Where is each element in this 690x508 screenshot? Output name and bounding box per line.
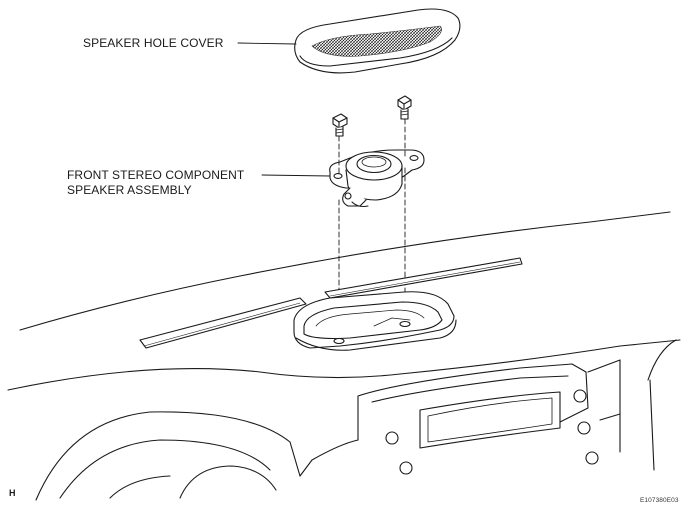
leader-line-speaker <box>261 174 331 177</box>
corner-mark: H <box>9 488 16 498</box>
speaker-hole-cover <box>294 8 461 74</box>
label-speaker-assembly-line1: FRONT STEREO COMPONENT <box>67 168 245 182</box>
leader-line-cover <box>237 42 297 45</box>
front-stereo-component-speaker <box>329 149 425 208</box>
label-speaker-assembly-line2: SPEAKER ASSEMBLY <box>67 183 192 197</box>
label-speaker-hole-cover: SPEAKER HOLE COVER <box>83 36 224 50</box>
screw-right <box>397 95 412 120</box>
figure-code: E107380E03 <box>640 497 679 504</box>
screw-left <box>332 113 348 137</box>
instrument-panel <box>7 211 681 501</box>
